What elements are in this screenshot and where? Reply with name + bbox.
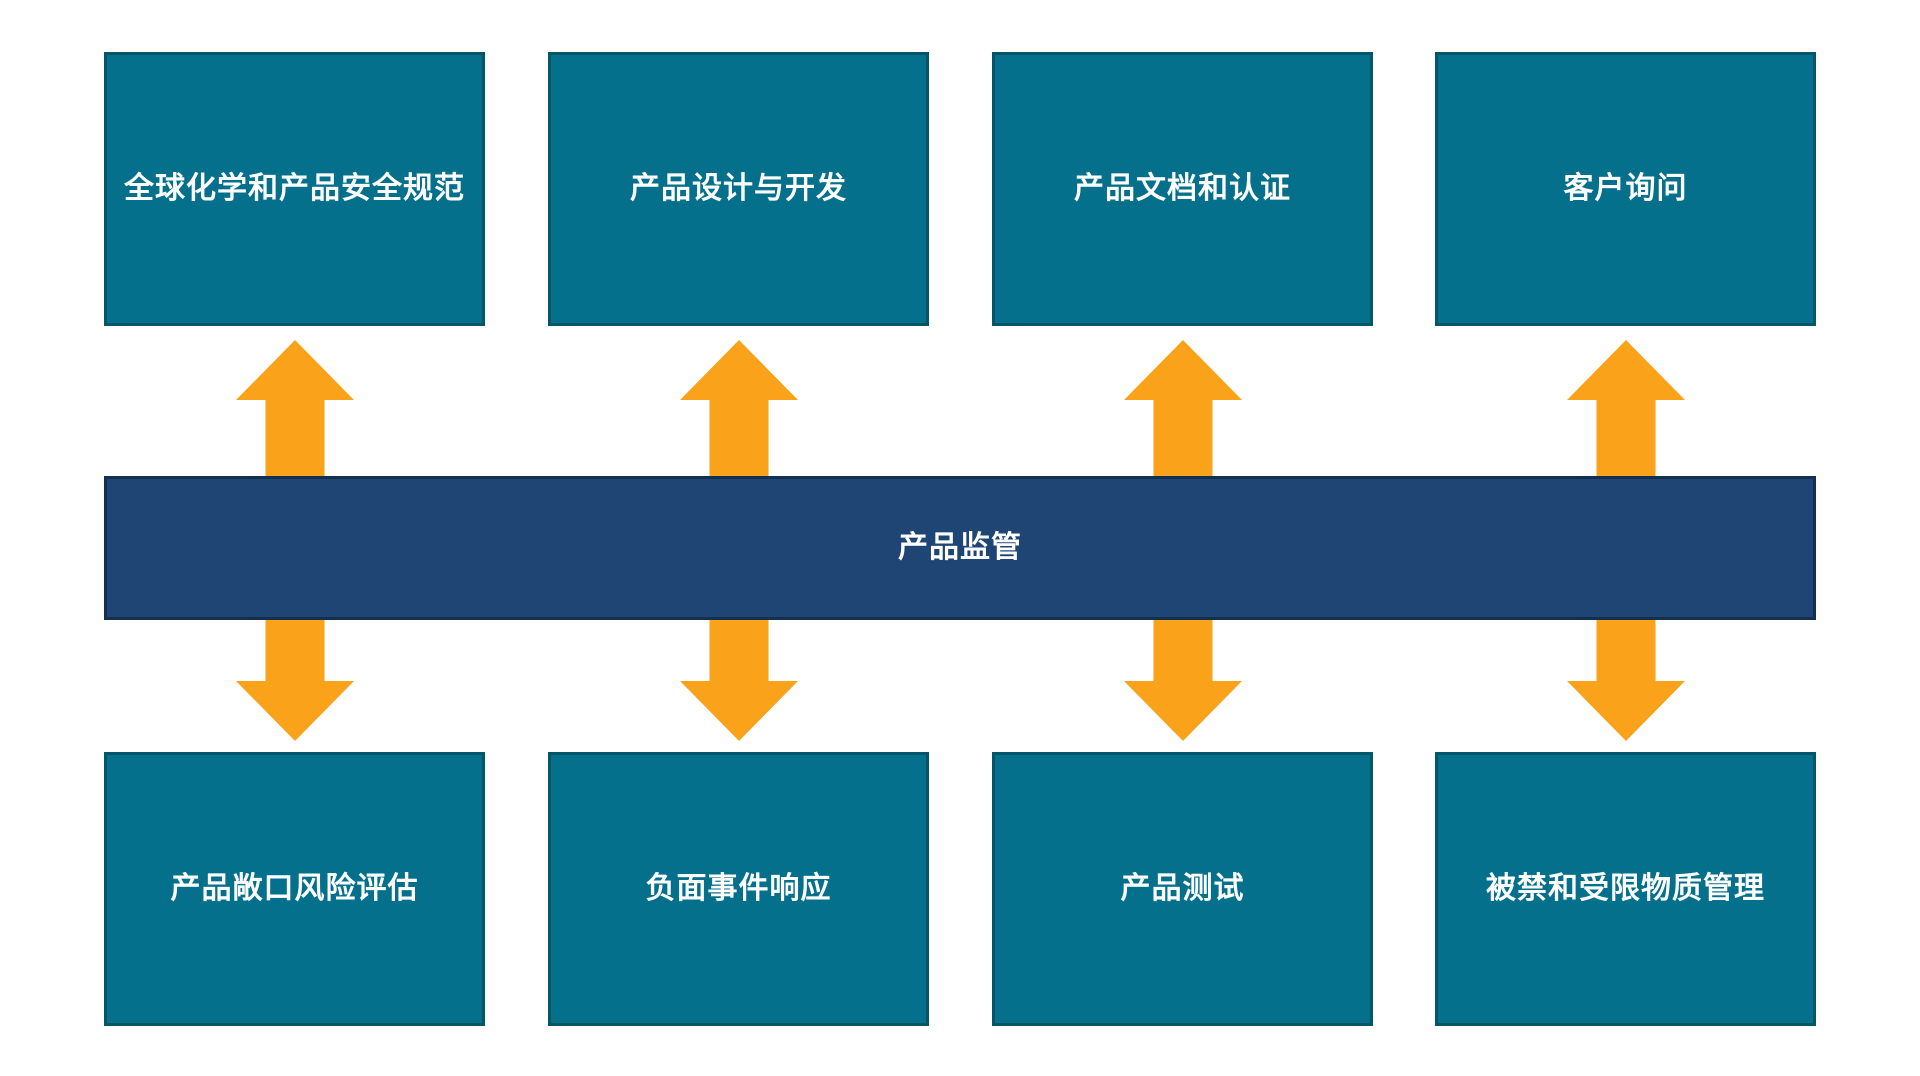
box-product-exposure-risk-assessment: 产品敞口风险评估 [104, 752, 485, 1026]
box-product-documentation-certification: 产品文档和认证 [992, 52, 1373, 326]
box-product-design-development: 产品设计与开发 [548, 52, 929, 326]
box-label: 负面事件响应 [645, 872, 832, 906]
box-label: 产品测试 [1120, 872, 1245, 906]
box-label: 被禁和受限物质管理 [1486, 872, 1765, 906]
box-banned-restricted-substance-management: 被禁和受限物质管理 [1435, 752, 1816, 1026]
down-arrow-3 [1124, 618, 1242, 741]
down-arrow-2 [680, 618, 798, 741]
up-arrow-4 [1567, 340, 1685, 476]
box-product-testing: 产品测试 [992, 752, 1373, 1026]
center-bar-label: 产品监管 [898, 531, 1022, 565]
box-label: 产品设计与开发 [630, 172, 847, 206]
up-arrow-2 [680, 340, 798, 476]
up-arrow-3 [1124, 340, 1242, 476]
box-label: 产品敞口风险评估 [170, 872, 419, 906]
box-label: 产品文档和认证 [1074, 172, 1291, 206]
up-arrow-1 [236, 340, 354, 476]
box-label: 客户询问 [1563, 172, 1688, 206]
down-arrow-4 [1567, 618, 1685, 741]
center-bar-product-stewardship: 产品监管 [104, 476, 1816, 620]
box-label: 全球化学和产品安全规范 [124, 172, 465, 206]
down-arrow-1 [236, 618, 354, 741]
box-customer-inquiries: 客户询问 [1435, 52, 1816, 326]
box-global-chemical-product-safety-regulations: 全球化学和产品安全规范 [104, 52, 485, 326]
box-adverse-event-response: 负面事件响应 [548, 752, 929, 1026]
